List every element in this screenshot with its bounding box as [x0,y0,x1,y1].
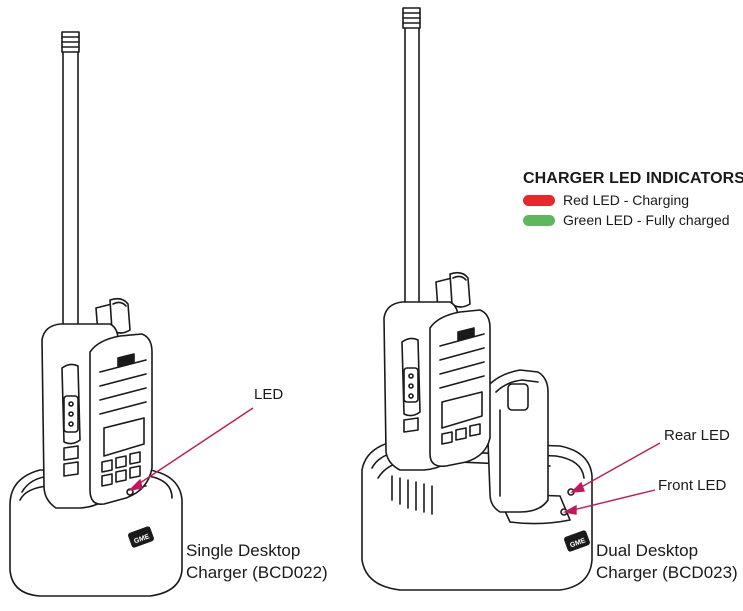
legend-item-label: Red LED - Charging [563,192,690,208]
pointers [127,407,661,515]
rear-led-pointer-arrowhead [570,481,585,493]
front-led-pointer [568,489,656,512]
green-led-swatch [523,214,555,226]
led-label: LED [254,386,284,403]
front-led-pointer-arrowhead [562,504,577,515]
legend-title: CHARGER LED INDICATORS [523,170,743,187]
single-radio [41,31,153,509]
single-charger-caption-line1: Single Desktop [186,541,301,560]
single-charger-caption-line2: Charger (BCD022) [186,563,328,582]
dual-charger-caption-line2: Charger (BCD023) [596,563,738,582]
spare-battery [485,369,549,513]
legend-item-red: Red LED - Charging [523,192,689,208]
dual-radio [383,7,491,471]
legend-item-green: Green LED - Fully charged [523,212,730,228]
rear-led-pointer [575,442,661,491]
red-led-swatch [523,194,555,206]
led-pointer-arrowhead [127,478,143,492]
dual-charger-caption-line1: Dual Desktop [596,541,699,560]
legend-item-label: Green LED - Fully charged [563,212,730,228]
led-pointer [133,407,254,488]
rear-led-label: Rear LED [664,427,730,444]
front-led-label: Front LED [658,477,727,494]
